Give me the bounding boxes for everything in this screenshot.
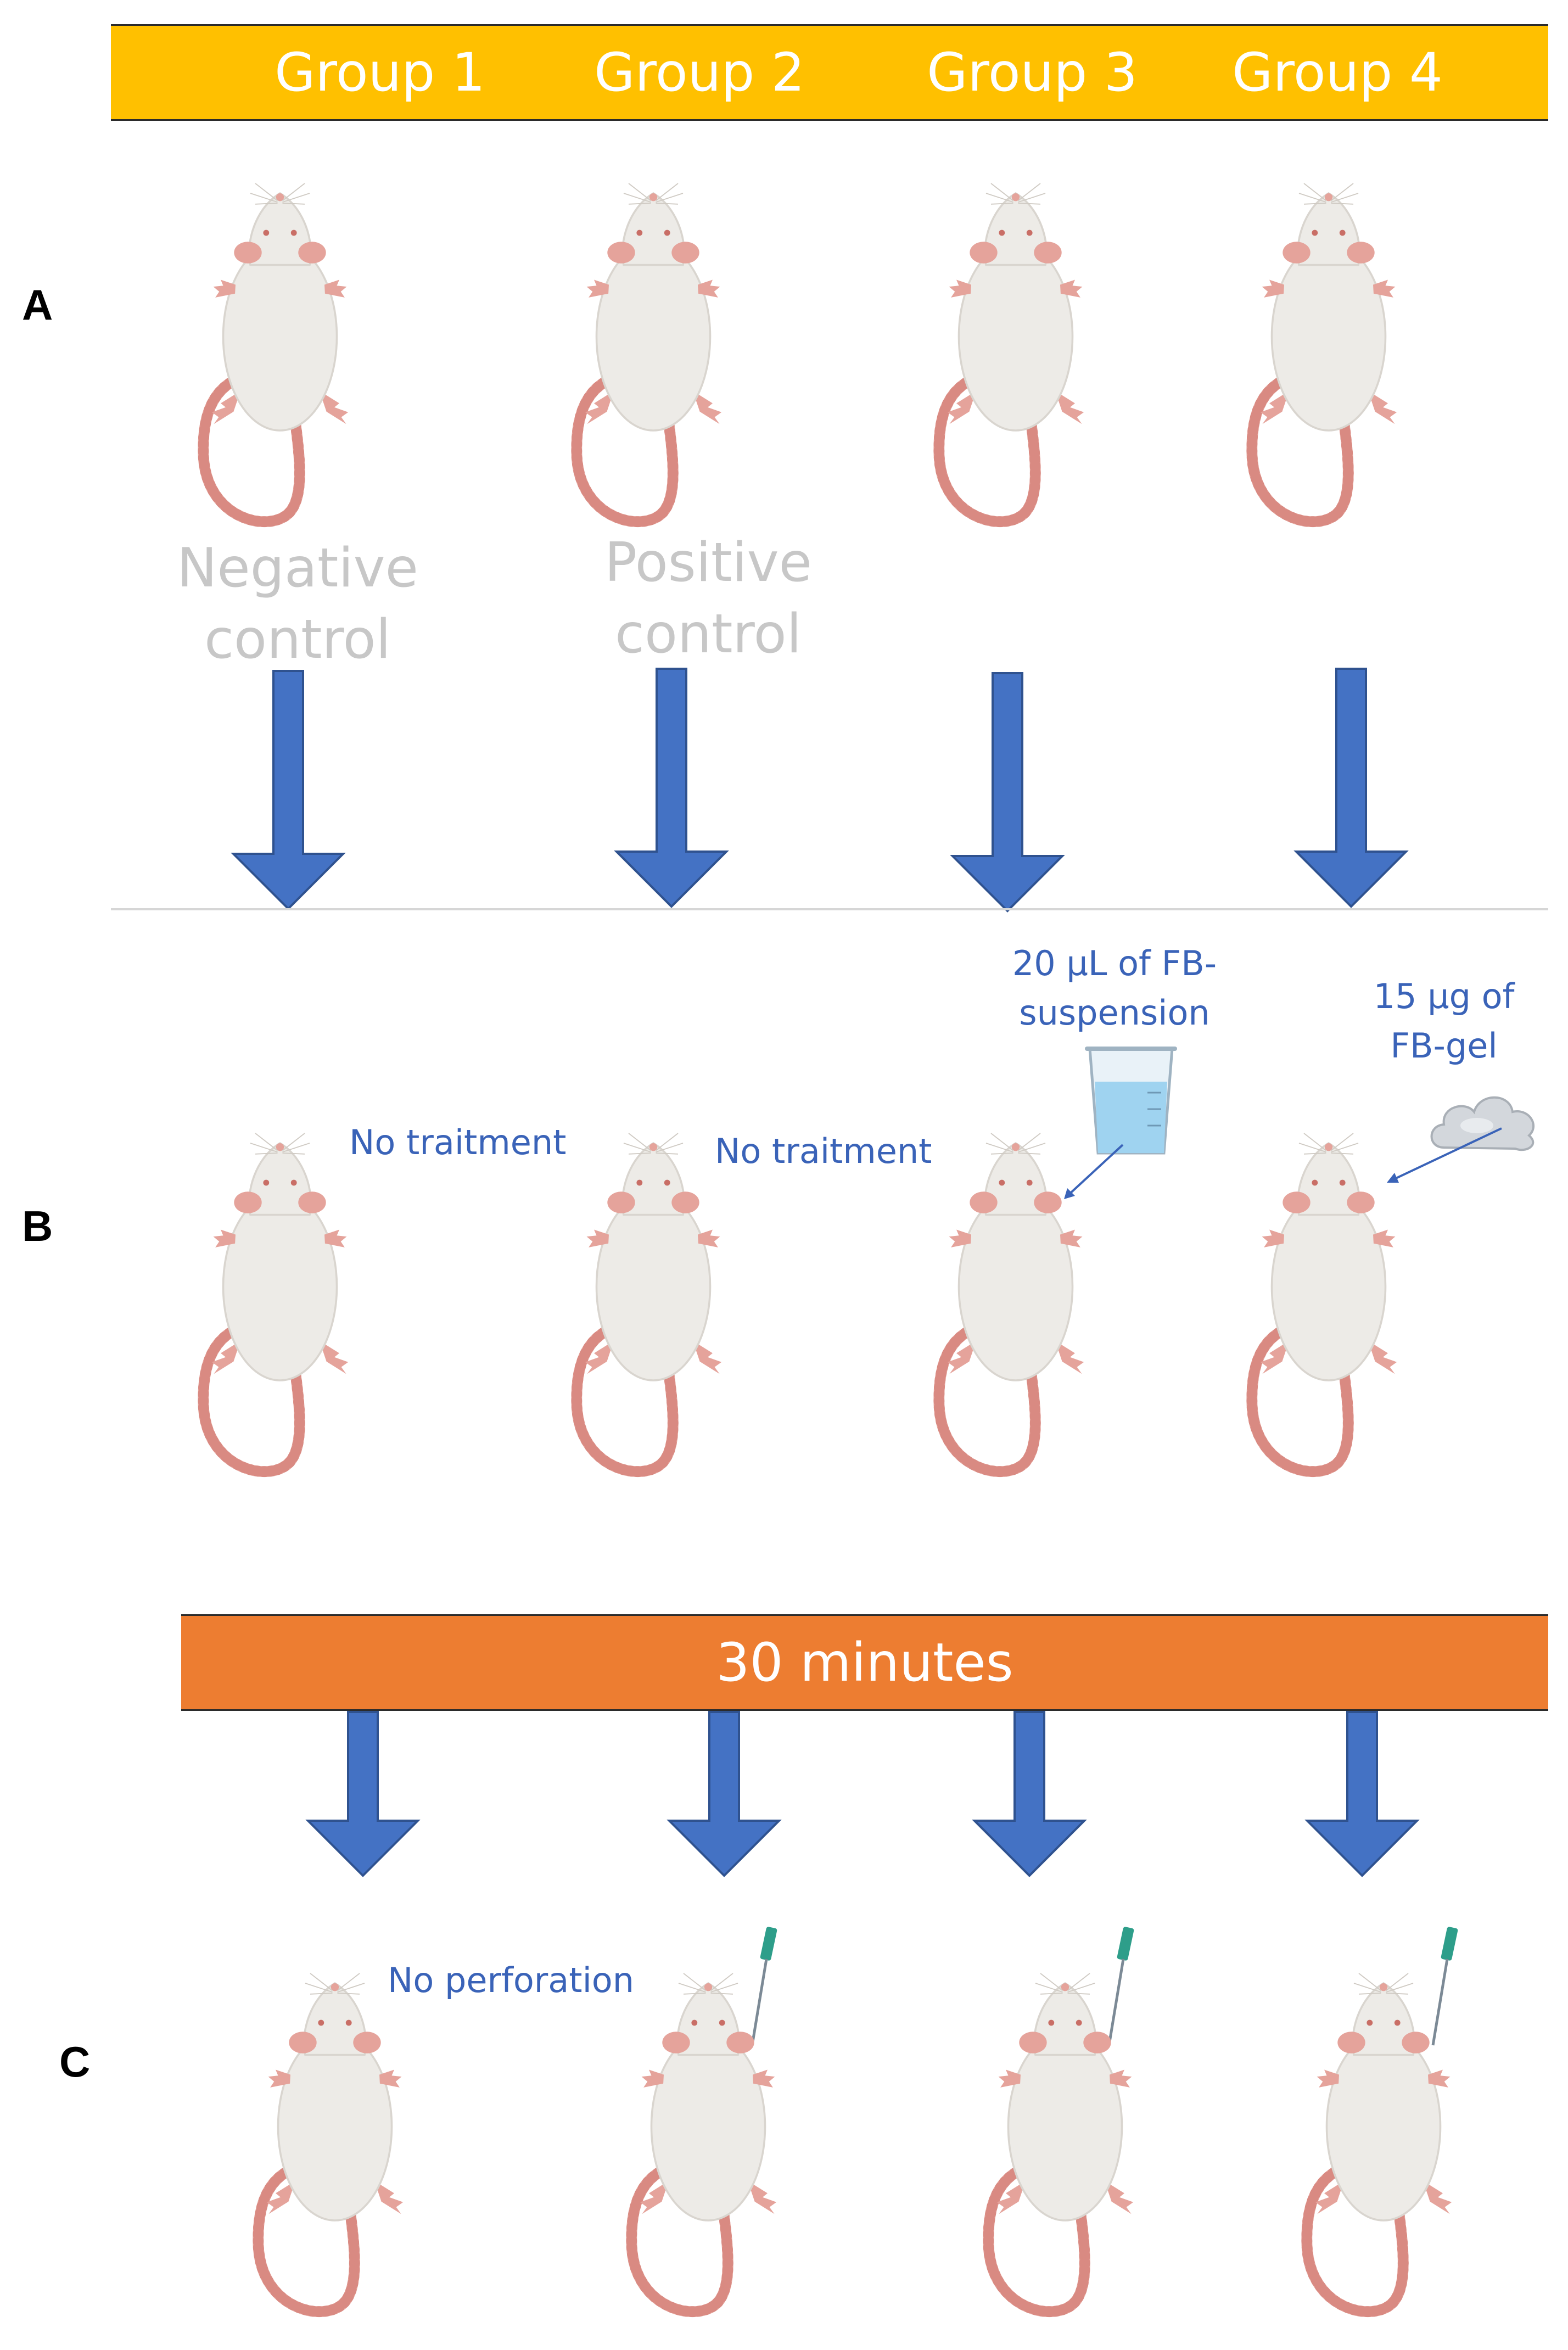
down-arrow-icon <box>972 1711 1087 1877</box>
beaker-icon <box>1085 1047 1177 1155</box>
negative-control-label: Negative control <box>177 537 418 671</box>
section-divider <box>111 908 1548 910</box>
needle-icon <box>1431 1927 1458 2046</box>
group-2-treatment-label: No traitment <box>715 1131 932 1171</box>
group-1-label: Group 1 <box>275 42 485 103</box>
gel-cloud-icon <box>1430 1096 1535 1151</box>
down-arrow-icon <box>950 672 1065 913</box>
down-arrow-icon <box>305 1711 421 1877</box>
needle-icon <box>751 1927 777 2046</box>
rat-icon <box>236 1955 434 2328</box>
rat-icon <box>1285 1955 1482 2328</box>
rat-icon <box>1230 165 1427 538</box>
group-4-label: Group 4 <box>1232 42 1443 103</box>
group-1-perforation-label: No perforation <box>388 1960 635 2000</box>
down-arrow-icon <box>231 670 346 910</box>
rat-icon <box>555 165 752 538</box>
down-arrow-icon <box>667 1711 782 1877</box>
group-header-bar: Group 1 Group 2 Group 3 Group 4 <box>111 24 1548 121</box>
section-b-label: B <box>22 1202 53 1250</box>
rat-icon <box>1230 1115 1427 1488</box>
rat-icon <box>966 1955 1164 2328</box>
group-2-label: Group 2 <box>594 42 805 103</box>
section-c-label: C <box>59 2038 91 2086</box>
pointer-arrow-icon <box>1387 1127 1502 1183</box>
timer-bar: 30 minutes <box>181 1614 1548 1711</box>
positive-control-label: Positive control <box>604 531 812 665</box>
group-3-label: Group 3 <box>927 42 1138 103</box>
rat-icon <box>917 1115 1115 1488</box>
rat-icon <box>609 1955 807 2328</box>
rat-icon <box>181 165 379 538</box>
down-arrow-icon <box>1293 668 1409 908</box>
section-a-label: A <box>22 281 53 329</box>
down-arrow-icon <box>614 668 729 908</box>
rat-icon <box>181 1115 379 1488</box>
group-4-treatment-label: 15 µg of FB-gel <box>1373 976 1515 1066</box>
group-3-treatment-label: 20 µL of FB- suspension <box>1012 943 1217 1033</box>
down-arrow-icon <box>1304 1711 1420 1877</box>
group-1-treatment-label: No traitment <box>349 1122 567 1162</box>
rat-icon <box>555 1115 752 1488</box>
rat-icon <box>917 165 1115 538</box>
needle-icon <box>1107 1927 1134 2046</box>
pointer-arrow-icon <box>1064 1144 1124 1199</box>
